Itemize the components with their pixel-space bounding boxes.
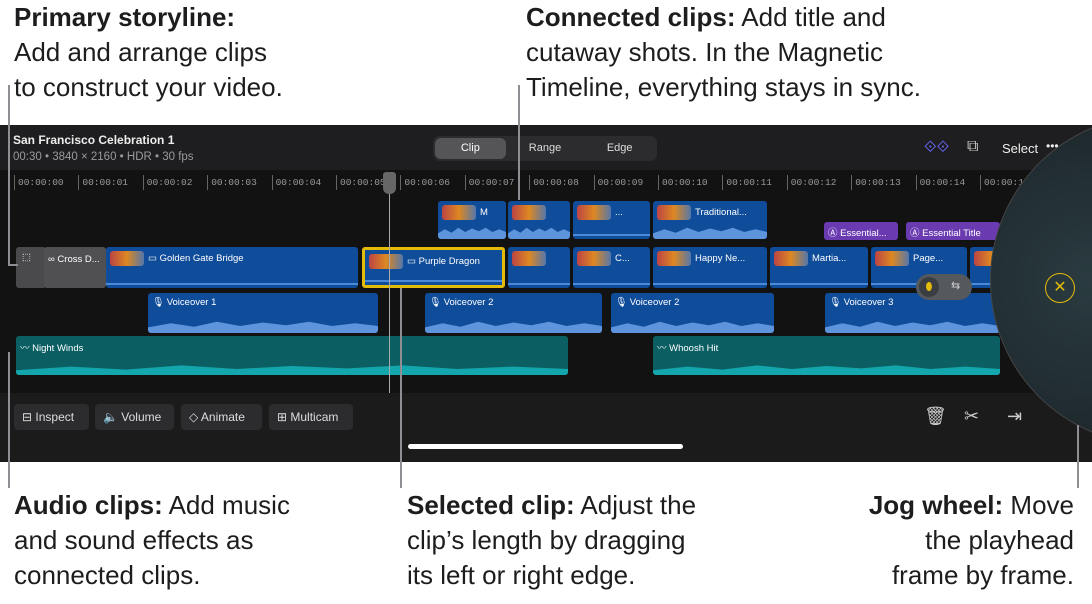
timeline-app: San Francisco Celebration 1 00:30 • 3840… <box>0 125 1092 462</box>
inspect-button[interactable]: ⊟ Inspect <box>14 404 89 430</box>
callout-line <box>518 85 520 200</box>
project-meta: 00:30 • 3840 × 2160 • HDR • 30 fps <box>13 151 194 163</box>
ruler-timecode: 00:00:06 <box>400 175 450 190</box>
snapping-icon[interactable]: ⟐⟐ <box>924 139 950 156</box>
callout-line <box>8 352 10 488</box>
callout-line <box>8 85 10 265</box>
primary-clip[interactable] <box>508 247 570 288</box>
audio-skimming-toggle[interactable]: ⬮⇆ <box>916 274 972 300</box>
audio-clip[interactable]: 〰 Night Winds <box>16 336 568 375</box>
select-button[interactable]: Select <box>1002 141 1039 156</box>
voiceover-clip[interactable]: 🎙 Voiceover 1 <box>148 293 378 333</box>
connected-clip[interactable]: ... <box>573 201 650 239</box>
ruler-timecode: 00:00:04 <box>271 175 321 190</box>
trash-icon[interactable]: 🗑 <box>924 406 947 426</box>
voiceover-clip[interactable]: 🎙 Voiceover 2 <box>611 293 774 333</box>
bottom-toolbar: ⊟ Inspect 🔈 Volume ◇ Animate ⊞ Multicam … <box>0 393 1092 462</box>
detach-icon[interactable]: ⇥ <box>1007 406 1023 426</box>
ruler-timecode: 00:00:11 <box>722 175 772 190</box>
primary-clip[interactable]: Martia... <box>770 247 868 288</box>
mode-selector: Clip Range Edge <box>433 136 657 161</box>
title-clip[interactable]: Ⓐ Essential... <box>824 222 898 240</box>
project-title: San Francisco Celebration 1 <box>13 133 175 147</box>
playhead[interactable] <box>389 172 390 397</box>
placeholder-icon: ⬚ <box>22 252 31 263</box>
animate-button[interactable]: ◇ Animate <box>181 404 262 430</box>
callout-line <box>400 288 402 488</box>
multicam-button[interactable]: ⊞ Multicam <box>269 404 353 430</box>
voiceover-clip[interactable]: 🎙 Voiceover 2 <box>425 293 602 333</box>
mode-clip[interactable]: Clip <box>435 138 506 159</box>
home-indicator <box>408 444 683 449</box>
header: San Francisco Celebration 1 00:30 • 3840… <box>0 125 1092 170</box>
time-ruler[interactable]: 00:00:00 00:00:01 00:00:02 00:00:03 00:00:04… <box>0 172 1092 192</box>
ruler-timecode: 00:00:00 <box>14 175 64 190</box>
selected-clip[interactable]: ▭ Purple Dragon <box>362 247 505 288</box>
mode-range[interactable]: Range <box>528 142 562 154</box>
ruler-timecode: 00:00:01 <box>78 175 128 190</box>
mode-edge[interactable]: Edge <box>606 142 633 154</box>
ruler-timecode: 00:00:07 <box>464 175 514 190</box>
ruler-timecode: 00:00:09 <box>593 175 643 190</box>
placeholder-clip[interactable]: ⬚ <box>16 247 46 288</box>
close-jog-icon[interactable]: ✕ <box>1045 273 1075 303</box>
title-clip[interactable]: Ⓐ Essential Title <box>906 222 1000 240</box>
primary-clip[interactable]: C... <box>573 247 650 288</box>
callout-line <box>1077 425 1079 488</box>
ruler-timecode: 00:00:15 <box>980 175 1030 190</box>
cross-dissolve-transition[interactable]: ∞ Cross D... <box>44 247 106 288</box>
connected-clip[interactable] <box>508 201 570 239</box>
playhead-handle[interactable] <box>383 172 396 194</box>
split-icon[interactable]: ✂ <box>964 406 980 426</box>
ruler-timecode: 00:00:12 <box>786 175 836 190</box>
ruler-timecode: 00:00:08 <box>529 175 579 190</box>
audio-clip[interactable]: 〰 Whoosh Hit <box>653 336 1000 375</box>
primary-clip[interactable]: Happy Ne... <box>653 247 767 288</box>
ruler-timecode: 00:00:10 <box>658 175 708 190</box>
ruler-timecode: 00:00:02 <box>142 175 192 190</box>
ruler-timecode: 00:00:03 <box>207 175 257 190</box>
ruler-timecode: 00:00:13 <box>851 175 901 190</box>
voiceover-clip[interactable]: 🎙 Voiceover 3 <box>825 293 1000 333</box>
callout-line <box>8 264 18 266</box>
connected-clip[interactable]: M <box>438 201 506 239</box>
volume-button[interactable]: 🔈 Volume <box>95 404 174 430</box>
connected-clip[interactable]: Traditional... <box>653 201 767 239</box>
primary-clip[interactable]: ▭ Golden Gate Bridge <box>106 247 358 288</box>
clip-view-icon[interactable]: ⧉ <box>967 138 979 155</box>
ruler-timecode: 00:00:14 <box>915 175 965 190</box>
ruler-timecode: 00:00:05 <box>336 175 386 190</box>
